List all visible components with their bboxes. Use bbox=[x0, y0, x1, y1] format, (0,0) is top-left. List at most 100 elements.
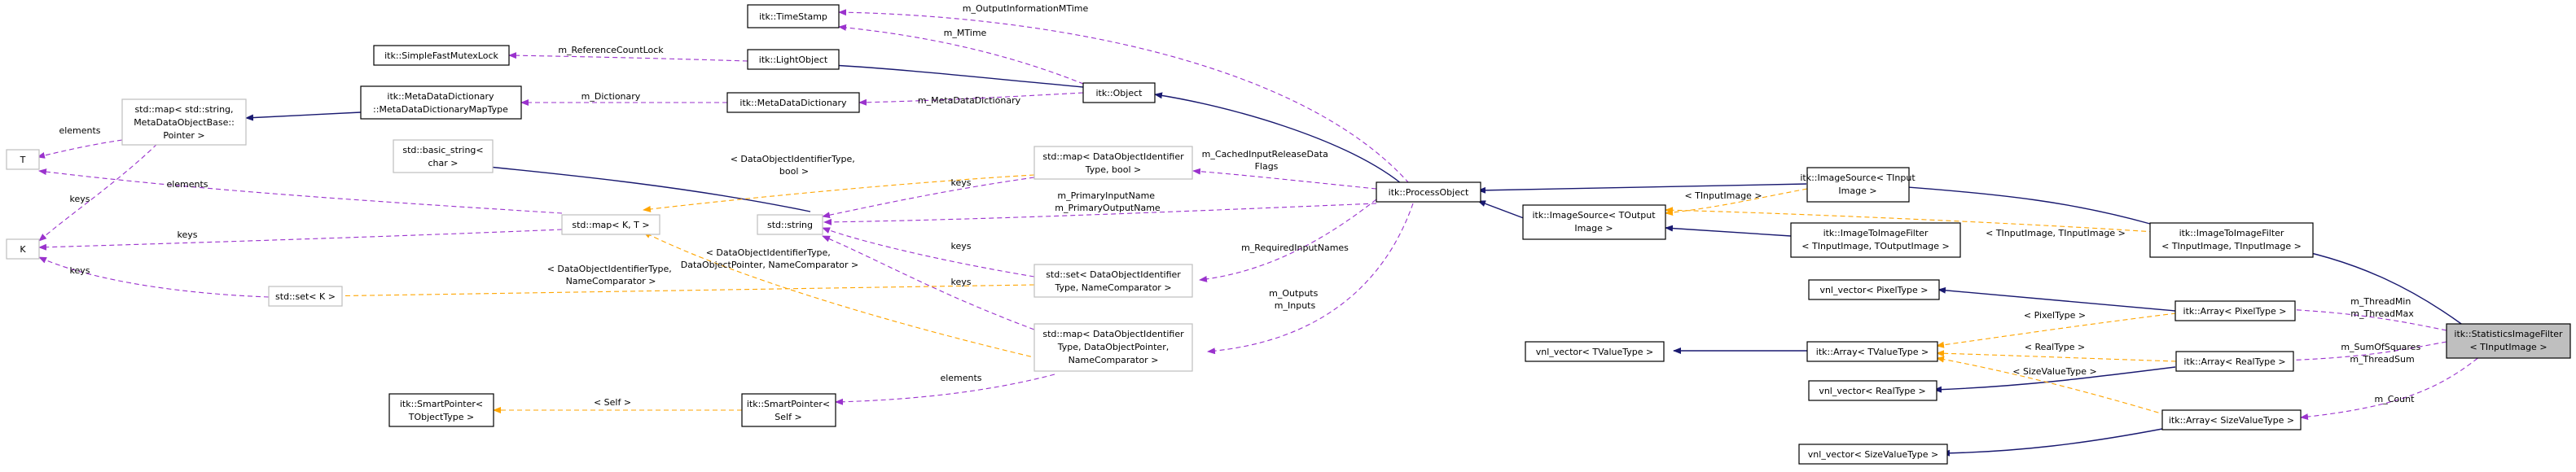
label-sumsq-threadsum: m_SumOfSquares m_ThreadSum bbox=[2341, 342, 2423, 365]
node-T[interactable]: T bbox=[6, 149, 40, 170]
edge-string-to-mapdoidptr bbox=[822, 235, 1035, 330]
node-vnl-vector-pixeltype[interactable]: vnl_vector< PixelType > bbox=[1808, 279, 1940, 300]
svg-text:std::basic_string<: std::basic_string< bbox=[402, 145, 483, 155]
svg-text:itk::SmartPointer<: itk::SmartPointer< bbox=[747, 399, 830, 409]
edge-mapdoidptr-to-processobject bbox=[1207, 203, 1414, 355]
edge-arrsize-to-stats bbox=[2300, 352, 2485, 421]
node-array-pixeltype[interactable]: itk::Array< PixelType > bbox=[2174, 300, 2296, 321]
node-lightobject[interactable]: itk::LightObject bbox=[747, 49, 840, 70]
node-map-K-T[interactable]: std::map< K, T > bbox=[561, 214, 660, 235]
label-elements-smartpointer: elements bbox=[940, 373, 981, 383]
node-imagesource-toutput[interactable]: itk::ImageSource< TOutput Image > bbox=[1522, 204, 1666, 240]
label-required-input-names: m_RequiredInputNames bbox=[1241, 243, 1349, 253]
edge-mapKT-to-mapdoidbool bbox=[643, 174, 1035, 212]
node-vnl-vector-realtype[interactable]: vnl_vector< RealType > bbox=[1808, 380, 1937, 401]
svg-text:vnl_vector< SizeValueType >: vnl_vector< SizeValueType > bbox=[1808, 449, 1938, 460]
label-outputs-inputs: m_Outputs m_Inputs bbox=[1269, 288, 1321, 311]
svg-text:itk::ImageSource< TInput: itk::ImageSource< TInput bbox=[1800, 173, 1916, 183]
label-metadata-dictionary: m_MetaDataDictionary bbox=[918, 95, 1021, 106]
label-sizevaluetype: < SizeValueType > bbox=[2012, 366, 2096, 377]
node-simplefastmutexlock[interactable]: itk::SimpleFastMutexLock bbox=[373, 45, 510, 66]
svg-text:NameComparator >: NameComparator > bbox=[1069, 355, 1159, 365]
edge-sfml-to-lightobject bbox=[508, 52, 748, 62]
edge-lightobject-to-object bbox=[831, 62, 1084, 88]
svg-text:itk::Array< TValueType >: itk::Array< TValueType > bbox=[1816, 347, 1929, 357]
edge-mapKT-to-mapdoidptr bbox=[643, 231, 1055, 363]
svg-text:MetaDataObjectBase::: MetaDataObjectBase:: bbox=[134, 117, 235, 128]
svg-text:std::map< DataObjectIdentifier: std::map< DataObjectIdentifier bbox=[1042, 151, 1184, 162]
svg-text:Self >: Self > bbox=[775, 412, 801, 422]
edge-T-to-stdmap bbox=[37, 139, 123, 159]
svg-text:< TInputImage, TInputImage >: < TInputImage, TInputImage > bbox=[2161, 241, 2302, 251]
label-self: < Self > bbox=[594, 397, 631, 408]
label-doid-setk: < DataObjectIdentifierType, NameComparat… bbox=[547, 264, 675, 286]
node-metadatadictionary-map[interactable]: itk::MetaDataDictionary ::MetaDataDictio… bbox=[360, 85, 522, 120]
label-pixeltype: < PixelType > bbox=[2024, 310, 2086, 321]
label-reference-count-lock: m_ReferenceCountLock bbox=[558, 45, 664, 55]
svg-text:Image >: Image > bbox=[1838, 186, 1876, 196]
label-thread-minmax: m_ThreadMin m_ThreadMax bbox=[2350, 296, 2414, 319]
node-set-K[interactable]: std::set< K > bbox=[268, 286, 343, 307]
node-imagetoimagefilter-ii[interactable]: itk::ImageToImageFilter < TInputImage, T… bbox=[2149, 222, 2314, 258]
svg-text:itk::SimpleFastMutexLock: itk::SimpleFastMutexLock bbox=[384, 50, 498, 61]
label-elements-mapKT: elements bbox=[166, 179, 208, 190]
node-timestamp[interactable]: itk::TimeStamp bbox=[747, 4, 840, 28]
edge-arrtvalue-to-arrreal bbox=[1936, 350, 2177, 362]
label-dictionary: m_Dictionary bbox=[581, 91, 641, 102]
node-statisticsimagefilter[interactable]: itk::StatisticsImageFilter < TInputImage… bbox=[2446, 323, 2571, 359]
label-tinputimage: < TInputImage > bbox=[1684, 190, 1762, 201]
node-array-tvaluetype[interactable]: itk::Array< TValueType > bbox=[1806, 341, 1938, 362]
label-count: m_Count bbox=[2375, 394, 2416, 404]
edge-vnlreal-to-arrreal bbox=[1933, 366, 2176, 393]
node-map-doid-bool[interactable]: std::map< DataObjectIdentifier Type, boo… bbox=[1033, 146, 1193, 180]
node-metadatadictionary[interactable]: itk::MetaDataDictionary bbox=[726, 92, 860, 113]
node-array-realtype[interactable]: itk::Array< RealType > bbox=[2175, 351, 2294, 372]
node-std-string[interactable]: std::string bbox=[757, 214, 823, 235]
svg-text:itk::ImageToImageFilter: itk::ImageToImageFilter bbox=[2179, 228, 2284, 238]
node-set-doid[interactable]: std::set< DataObjectIdentifier Type, Nam… bbox=[1033, 264, 1193, 298]
label-realtype: < RealType > bbox=[2025, 342, 2085, 352]
edge-K-to-stdmap bbox=[38, 138, 164, 242]
node-map-doid-ptr[interactable]: std::map< DataObjectIdentifier Type, Dat… bbox=[1033, 323, 1193, 372]
node-stdmap-metadata[interactable]: std::map< std::string, MetaDataObjectBas… bbox=[121, 98, 247, 146]
edge-vnlpixel-to-arrpixel bbox=[1937, 286, 2176, 312]
node-K[interactable]: K bbox=[6, 238, 40, 260]
edge-imagesourcein-to-imagesourceout bbox=[1665, 188, 1808, 216]
node-vnl-vector-tvaluetype[interactable]: vnl_vector< TValueType > bbox=[1525, 341, 1665, 362]
node-vnl-vector-sizevaluetype[interactable]: vnl_vector< SizeValueType > bbox=[1798, 444, 1948, 465]
node-basic-string[interactable]: std::basic_string< char > bbox=[393, 139, 494, 173]
svg-text:vnl_vector< PixelType >: vnl_vector< PixelType > bbox=[1819, 285, 1928, 295]
node-imagetoimagefilter-io[interactable]: itk::ImageToImageFilter < TInputImage, T… bbox=[1790, 222, 1961, 258]
label-keys-set-doid: keys bbox=[951, 241, 972, 251]
svg-text:itk::StatisticsImageFilter: itk::StatisticsImageFilter bbox=[2454, 329, 2563, 339]
edge-mdd-to-object bbox=[858, 92, 1084, 106]
svg-text:< TInputImage >: < TInputImage > bbox=[2469, 342, 2547, 352]
node-smartpointer-tobjecttype[interactable]: itk::SmartPointer< TObjectType > bbox=[388, 393, 494, 427]
node-array-sizevaluetype[interactable]: itk::Array< SizeValueType > bbox=[2161, 409, 2302, 430]
edge-string-to-mapdoidbool bbox=[822, 177, 1035, 219]
svg-text:Image >: Image > bbox=[1574, 223, 1613, 234]
edge-processobject-to-imagesourceout bbox=[1477, 200, 1529, 221]
svg-text:Pointer >: Pointer > bbox=[163, 130, 204, 141]
svg-text:std::string: std::string bbox=[767, 220, 813, 230]
node-processobject[interactable]: itk::ProcessObject bbox=[1376, 181, 1481, 203]
edge-setdoid-to-processobject bbox=[1199, 199, 1377, 282]
svg-text:vnl_vector< TValueType >: vnl_vector< TValueType > bbox=[1536, 347, 1654, 357]
node-smartpointer-self[interactable]: itk::SmartPointer< Self > bbox=[741, 393, 836, 427]
svg-text:itk::ImageToImageFilter: itk::ImageToImageFilter bbox=[1823, 228, 1929, 238]
label-mtime: m_MTime bbox=[944, 28, 987, 38]
edge-T-to-mapKT bbox=[38, 168, 563, 214]
svg-text:itk::ImageSource< TOutput: itk::ImageSource< TOutput bbox=[1532, 210, 1656, 221]
node-object[interactable]: itk::Object bbox=[1082, 82, 1156, 103]
edge-timestamp-to-object bbox=[838, 24, 1092, 88]
svg-text:< TInputImage, TOutputImage >: < TInputImage, TOutputImage > bbox=[1801, 241, 1949, 251]
svg-text:itk::TimeStamp: itk::TimeStamp bbox=[759, 11, 827, 22]
label-primary-names: m_PrimaryInputName m_PrimaryOutputName bbox=[1055, 190, 1161, 213]
node-imagesource-tinput[interactable]: itk::ImageSource< TInput Image > bbox=[1800, 167, 1916, 203]
edge-string-to-setdoid bbox=[822, 227, 1035, 278]
svg-text:char >: char > bbox=[428, 158, 459, 168]
label-cached-input-release: m_CachedInputReleaseData Flags bbox=[1202, 149, 1332, 172]
label-keys-doid-bool: keys bbox=[951, 177, 972, 188]
edge-imagesourceout-to-i2iio bbox=[1665, 225, 1792, 237]
